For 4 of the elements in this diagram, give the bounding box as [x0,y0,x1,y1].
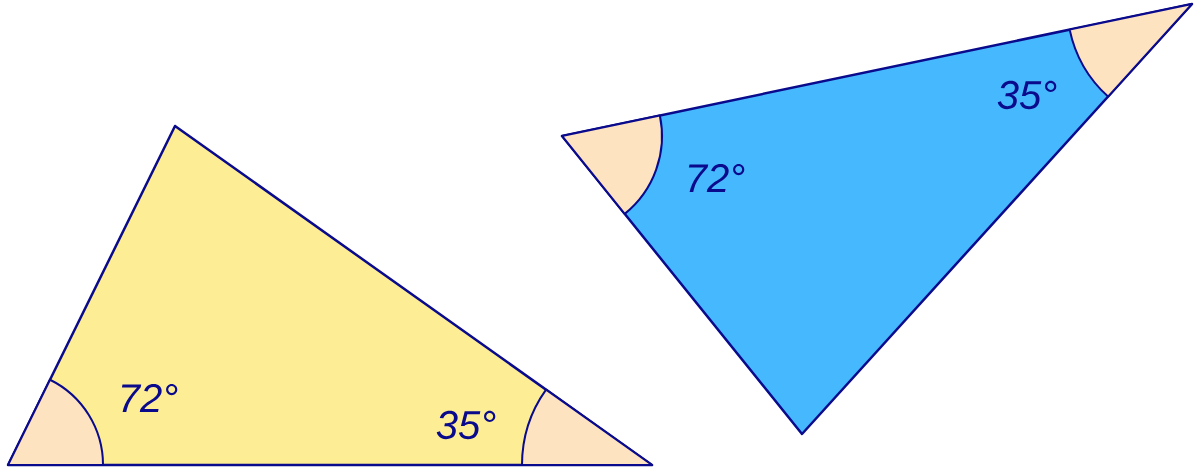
angle-label: 35° [997,80,1057,110]
angle-label: 72° [121,384,178,412]
angle-label: 72° [688,164,745,192]
angle-label: 35° [436,410,496,440]
